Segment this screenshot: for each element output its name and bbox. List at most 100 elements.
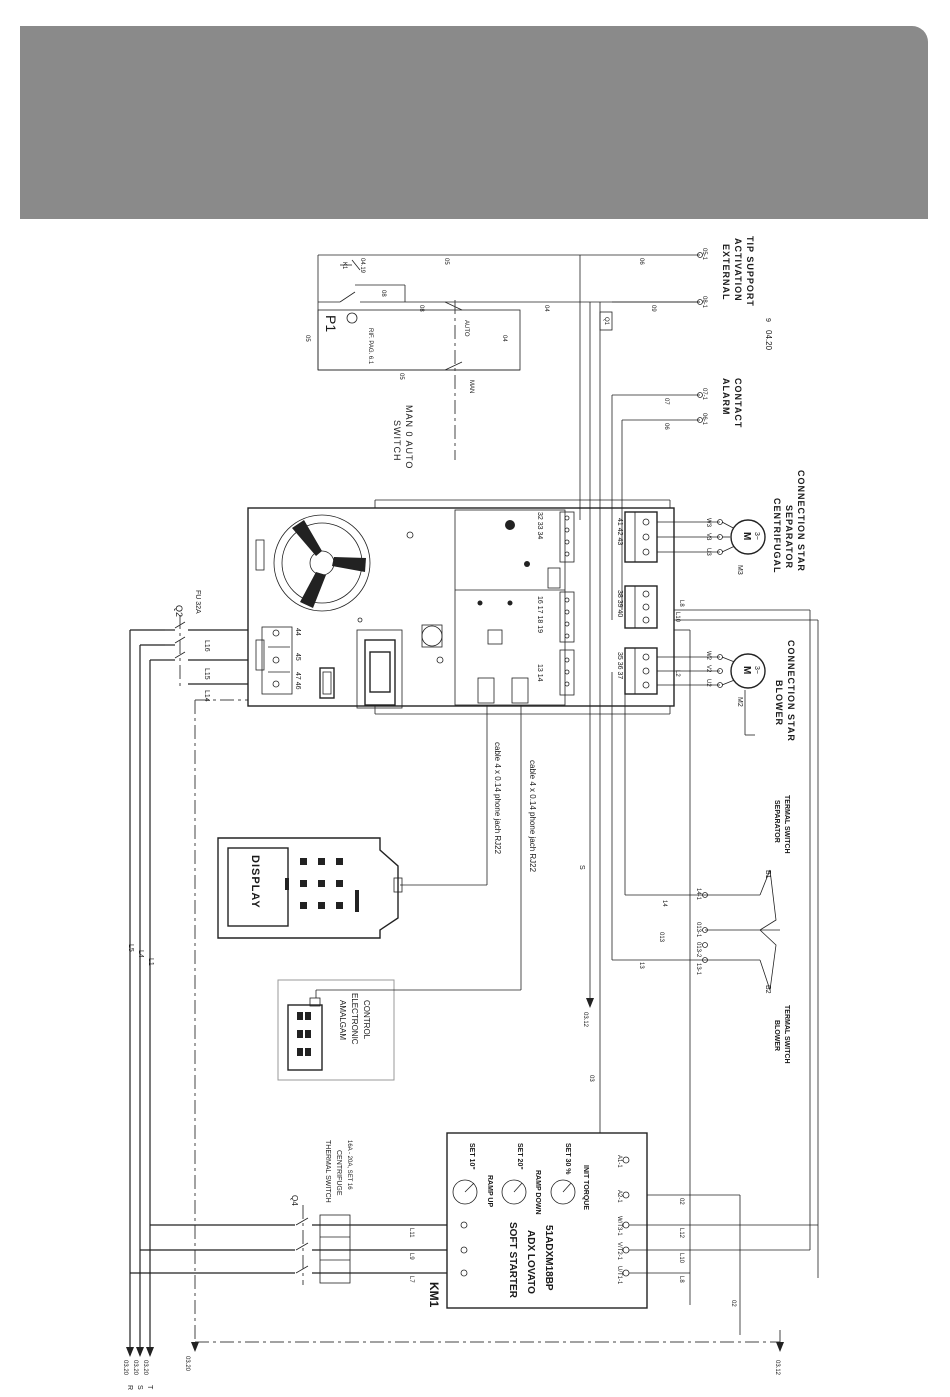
wire-08-k1: 08 — [380, 290, 386, 297]
amalgam-line3: CONTROL — [362, 1000, 371, 1040]
m2-label: M2 — [736, 697, 743, 707]
page-ref: 04.20 — [764, 330, 773, 351]
terminal-group-38-40: 38 39 40 — [616, 590, 623, 617]
thermal-switch-wiring: B1 B2 SEPARATOR TERMAL SWITCH BLOWER TER… — [611, 660, 790, 1064]
wire-08: 08 — [418, 305, 424, 312]
terminal-group-35-37: 35 36 37 — [616, 652, 623, 679]
page-ref-number: 9 — [764, 318, 771, 322]
tag-w-t3: W/T3-1 — [616, 1216, 622, 1236]
earth-conductor: 03.20 03.12 — [184, 699, 784, 1376]
amalgam-control: AMALGAM ELECTRONIC CONTROL — [277, 979, 395, 1081]
alarm-line1: ALARM — [721, 378, 731, 416]
wire-06: 06 — [663, 423, 669, 430]
phase-s: S — [136, 1385, 143, 1390]
centrifugal-line1: CENTRIFUGAL — [772, 498, 782, 574]
q2-label: Q2 — [174, 605, 184, 617]
auto-label: AUTO — [463, 320, 469, 337]
wire-s-1: S — [578, 865, 585, 870]
tag-a1: A1-1 — [616, 1155, 622, 1168]
blower-line1: BLOWER — [774, 680, 784, 726]
q4-label: Q4 — [290, 1195, 299, 1206]
b1-label: B1 — [764, 870, 771, 879]
set10-label: SET 10" — [468, 1143, 475, 1170]
tag-w2: W2 — [705, 651, 711, 661]
terminal-group-16-19: 16 17 18 19 — [536, 596, 543, 633]
wire-l8-right: L8 — [678, 600, 684, 607]
blower-switch-1: BLOWER — [773, 1020, 780, 1051]
soft-line2: ADX LOVATO — [525, 1230, 536, 1294]
blower-switch-2: TERMAL SWITCH — [783, 1005, 790, 1064]
external-line3: TIP SUPPORT — [745, 236, 755, 307]
man-label: MAN — [468, 380, 474, 393]
motor-m2: M 3~ M2 W2 V2 U2 — [657, 651, 766, 736]
soft-line1: SOFT STARTER — [507, 1222, 518, 1299]
tag-06-1: 06-1 — [701, 413, 707, 426]
thermal-line1: THERMAL SWITCH — [324, 1140, 331, 1203]
motor-m3: M 3~ M3 W3 V3 U3 — [657, 518, 766, 575]
wire-09: 09 — [650, 305, 656, 312]
tag-05-1: 05-1 — [701, 248, 707, 261]
set20-label: SET 20" — [516, 1143, 523, 1170]
wire-03: 03 — [588, 1075, 594, 1082]
wire-04-side: 04 — [501, 335, 507, 342]
wire-02-bottom: 02 — [730, 1300, 736, 1307]
separator-switch-1: SEPARATOR — [773, 800, 780, 843]
amalgam-line2: ELECTRONIC — [350, 993, 359, 1045]
ramp-up-label: RAMP UP — [486, 1175, 493, 1207]
display-label: DISPLAY — [249, 855, 261, 909]
wire-l9: L9 — [408, 1253, 414, 1260]
km1-label: KM1 — [427, 1282, 441, 1308]
blower-line2: CONNECTION STAR — [786, 640, 796, 742]
wire-04: 04 — [543, 305, 549, 312]
tag-v-t2: V/T2-1 — [616, 1242, 622, 1261]
switch-label-1: SWITCH — [392, 420, 402, 462]
wire-l16: L16 — [203, 640, 210, 652]
tag-08-1: 08-1 — [701, 296, 707, 309]
wire-05-top: 05 — [443, 258, 449, 265]
wire-l11: L11 — [408, 1228, 414, 1238]
terminal-group-44: 44 — [294, 628, 301, 636]
switch-label-2: MAN 0 AUTO — [404, 405, 414, 469]
wire-q1: Q1 — [603, 317, 609, 326]
wire-06-top: 06 — [638, 258, 644, 265]
tag-14-1: 14-1 — [695, 888, 701, 901]
centrifugal-line2: SEPARATOR — [784, 505, 794, 569]
tag-u3: U3 — [705, 548, 711, 556]
tag-u2: U2 — [705, 679, 711, 687]
control-board: 44 45 47 46 32 33 34 16 17 18 19 13 14 — [247, 499, 675, 715]
tag-w3: W3 — [705, 518, 711, 528]
tag-07-1: 07-1 — [701, 388, 707, 401]
tag-13-1: 13-1 — [695, 963, 701, 976]
m2-phase: 3~ — [753, 666, 760, 674]
rj22-cables: cable 4 x 0.14 phone jach RJ22 cable 4 x… — [315, 705, 537, 998]
amalgam-line1: AMALGAM — [338, 1000, 347, 1040]
alarm-line2: CONTACT — [733, 378, 743, 428]
wire-l2: L2 — [674, 670, 680, 677]
wire-13: 13 — [638, 962, 644, 969]
connector-44-46: 44 45 47 46 — [261, 626, 301, 695]
tag-v3: V3 — [705, 533, 711, 541]
wire-07: 07 — [663, 398, 669, 405]
wire-l10: L10 — [678, 1253, 684, 1264]
p1-title: P1 — [323, 315, 339, 332]
centrifugal-line3: CONNECTION STAR — [796, 470, 806, 572]
soft-line3: 51ADXM18BP — [543, 1225, 554, 1291]
tag-013-1: 013-1 — [695, 922, 701, 938]
wire-l10-right: L10 — [674, 612, 680, 623]
phase-r: R — [126, 1385, 133, 1390]
ref-0312-mid: 03.12 — [582, 1012, 588, 1028]
terminal-group-41-43: 41 42 43 — [616, 518, 623, 545]
control-circuit: P1 RIF. PAG. 6.1 K1 04.19 SWITCH MAN 0 A… — [304, 236, 773, 620]
external-line1: EXTERNAL — [721, 244, 731, 301]
p1-ref: RIF. PAG. 6.1 — [367, 328, 373, 365]
main-power-bus: L1 L4 L5 03.20 03.20 03.20 R S T — [122, 629, 165, 1390]
ref-s: 03.20 — [132, 1360, 138, 1376]
tag-013-2: 013-2 — [695, 942, 701, 958]
wire-l7: L7 — [408, 1276, 414, 1283]
ref-earth-right: 03.12 — [774, 1360, 780, 1376]
q2-switch: Q2 FU 32A L16 L15 L14 — [165, 590, 260, 702]
tag-v2: V2 — [705, 665, 711, 673]
terminal-group-45: 45 — [294, 653, 301, 661]
ramp-down-label: RAMP DOWN — [534, 1170, 541, 1215]
